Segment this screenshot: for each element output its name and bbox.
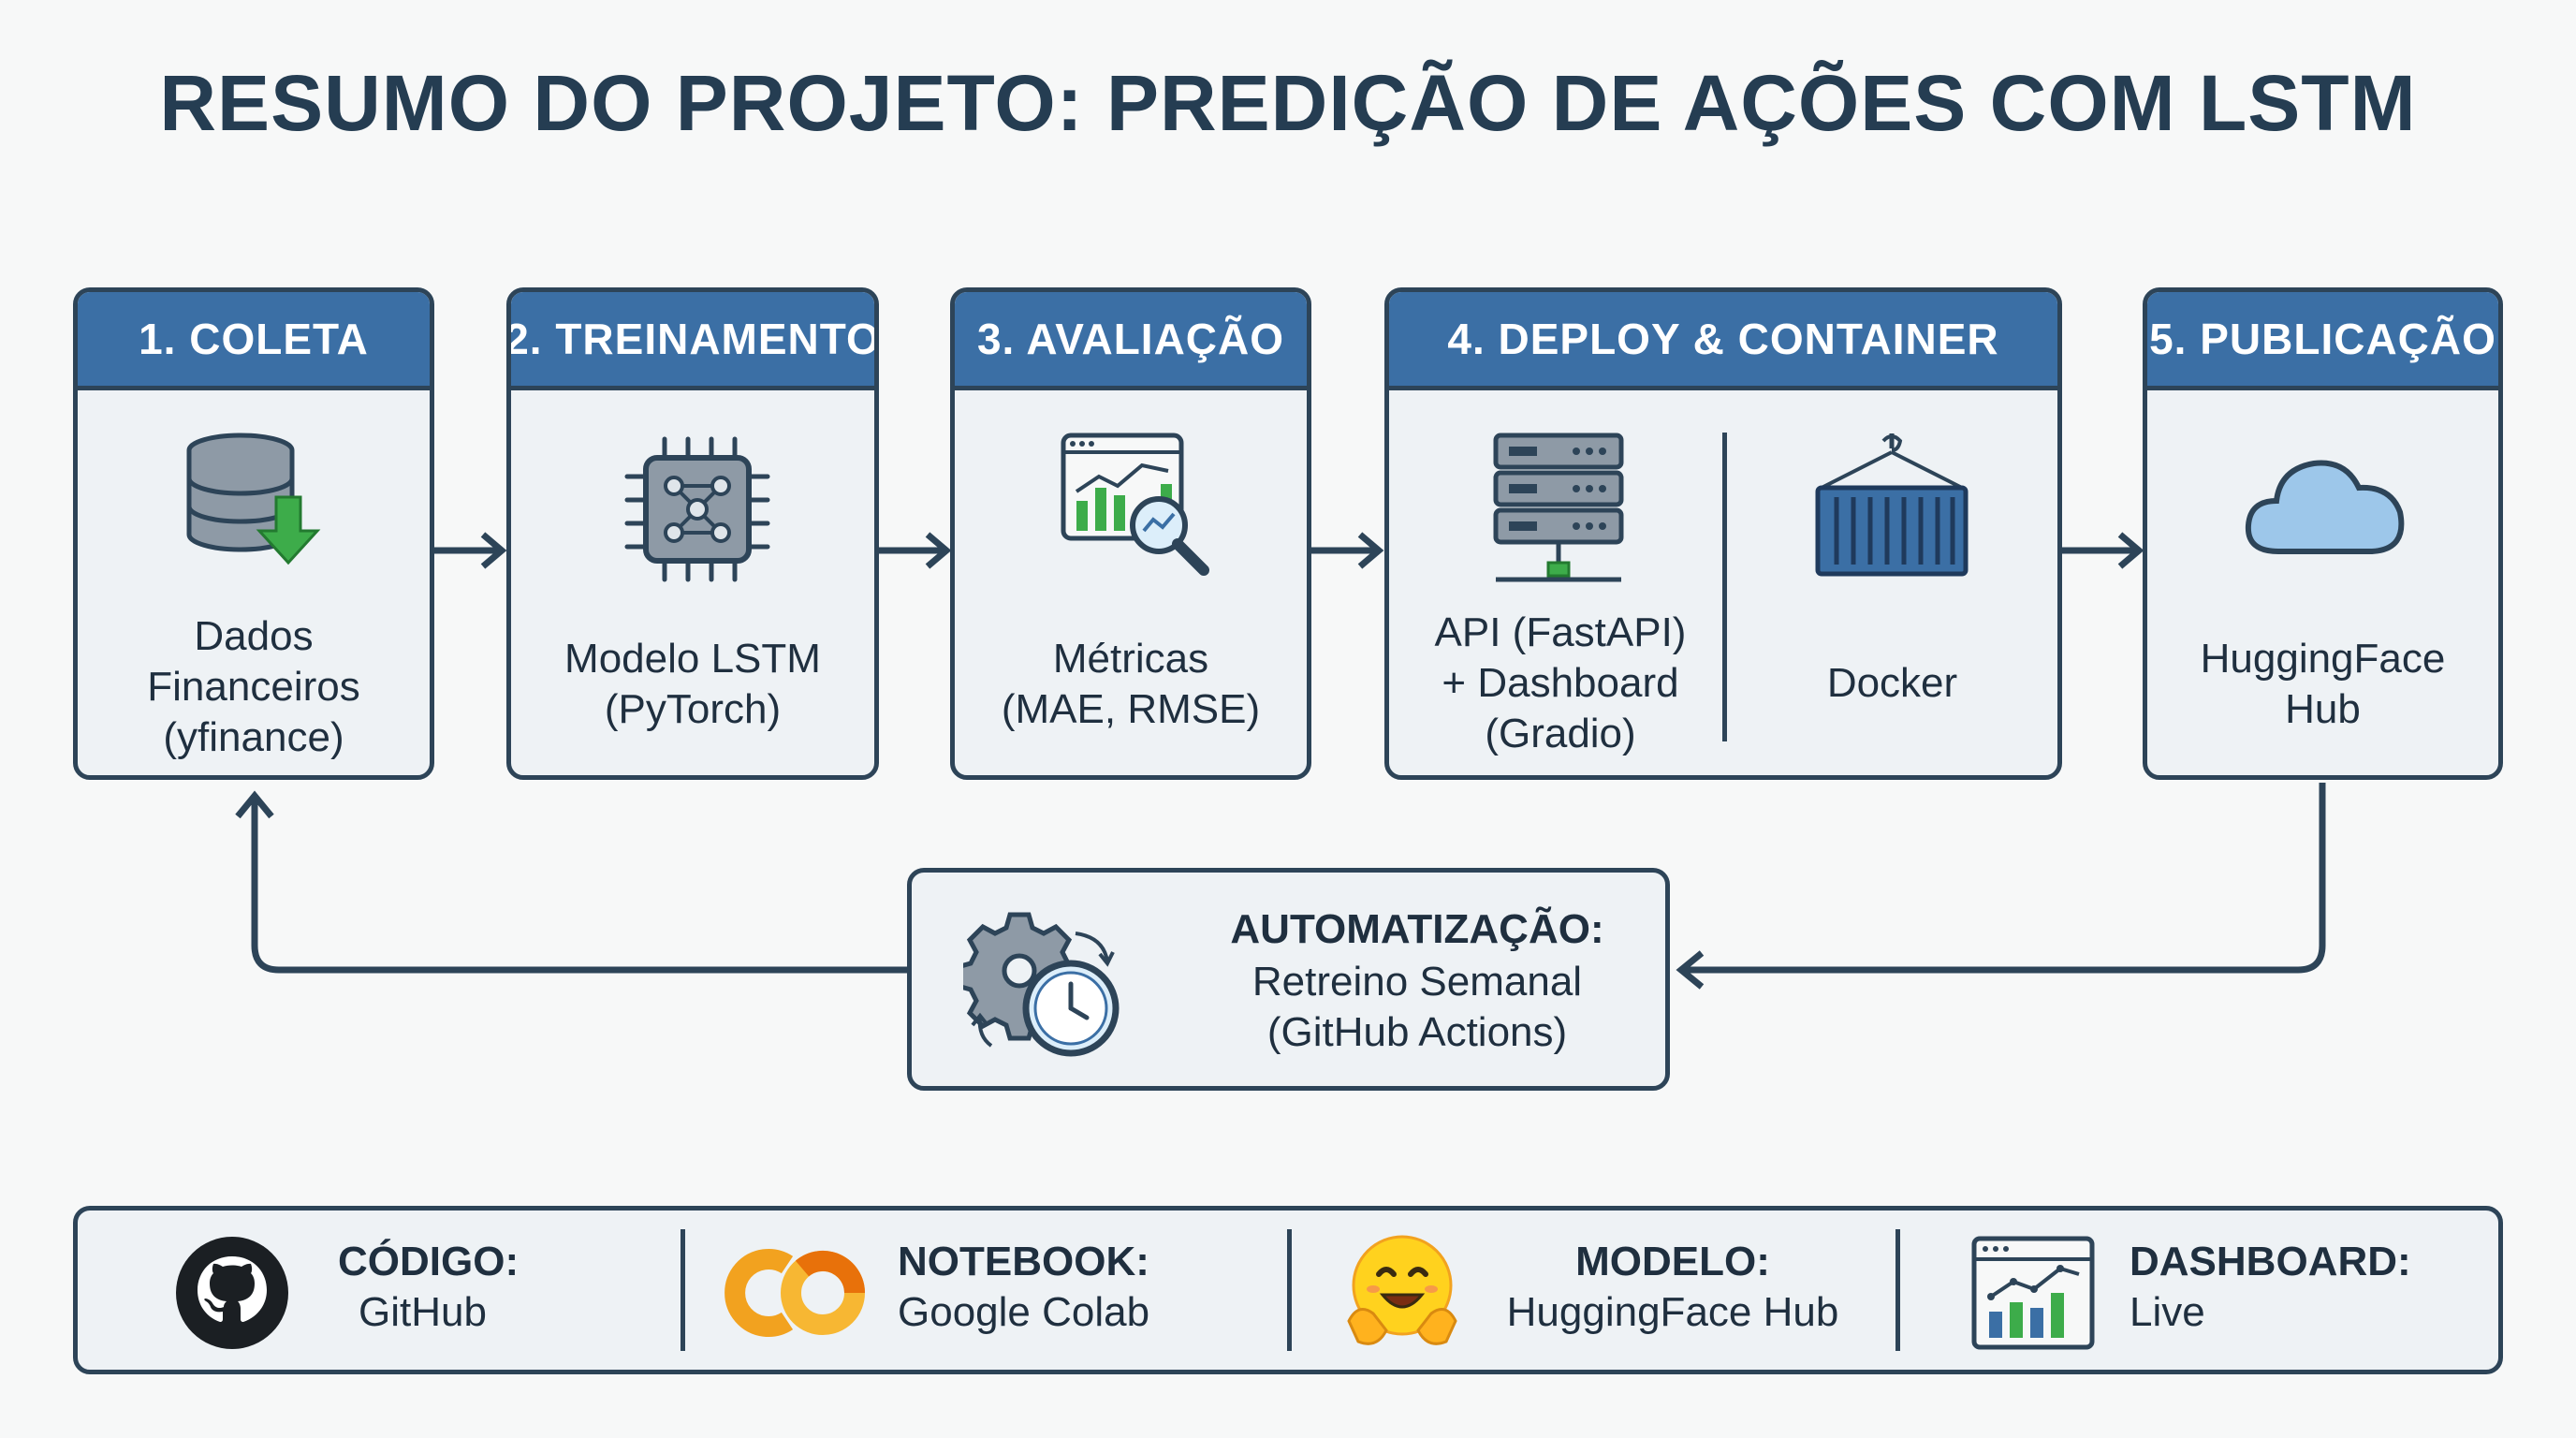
- stage-header: 1. COLETA: [78, 292, 430, 390]
- dashboard-chart-icon[interactable]: [1970, 1235, 2096, 1351]
- cloud-icon: [2245, 460, 2405, 554]
- footer-value: HuggingFace Hub: [1506, 1289, 1839, 1335]
- database-download-icon: [186, 433, 321, 565]
- flow-arrow-3-4: [1311, 532, 1384, 569]
- server-rack-icon: [1493, 433, 1624, 582]
- footer-links: CÓDIGO: GitHub NOTEBOOK: Google Colab MO…: [73, 1206, 2503, 1374]
- stage-header: 2. TREINAMENTO: [511, 292, 874, 390]
- stage-divider: [1722, 433, 1727, 741]
- stage-header: 3. AVALIAÇÃO: [955, 292, 1307, 390]
- footer-label: CÓDIGO:: [338, 1239, 520, 1284]
- stage-coleta: 1. COLETA Dados Financeiros (yfinance): [73, 287, 434, 780]
- shipping-container-icon: [1815, 433, 1969, 577]
- stage-label-docker: Docker: [1826, 660, 1958, 706]
- flow-arrow-2-3: [879, 532, 952, 569]
- footer-value: Live: [2130, 1289, 2205, 1335]
- stage-treinamento: 2. TREINAMENTO Modelo LSTM (PyTorch): [506, 287, 879, 780]
- github-icon[interactable]: [173, 1234, 291, 1352]
- stage-header: 5. PUBLICAÇÃO: [2147, 292, 2498, 390]
- footer-divider: [1895, 1229, 1900, 1351]
- stage-label: Métricas (MAE, RMSE): [1001, 636, 1261, 732]
- footer-value: Google Colab: [898, 1289, 1150, 1335]
- footer-divider: [1287, 1229, 1292, 1351]
- footer-label: MODELO:: [1575, 1239, 1770, 1284]
- footer-label: NOTEBOOK:: [898, 1239, 1149, 1284]
- stage-label: Dados Financeiros (yfinance): [147, 613, 360, 760]
- automation-title: AUTOMATIZAÇÃO:: [1230, 906, 1604, 952]
- automation-line-2: (GitHub Actions): [1266, 1009, 1568, 1055]
- automation-box: AUTOMATIZAÇÃO: Retreino Semanal (GitHub …: [907, 868, 1670, 1091]
- stage-publicacao: 5. PUBLICAÇÃO HuggingFace Hub: [2143, 287, 2503, 780]
- chart-magnifier-icon: [1061, 433, 1209, 576]
- neural-chip-icon: [624, 436, 770, 582]
- footer-value: GitHub: [359, 1289, 487, 1335]
- page-title: RESUMO DO PROJETO: PREDIÇÃO DE AÇÕES COM…: [159, 59, 2417, 147]
- stage-label: Modelo LSTM (PyTorch): [564, 636, 821, 732]
- stage-avaliacao: 3. AVALIAÇÃO Métricas (MAE, RMSE): [950, 287, 1311, 780]
- stage-deploy-container: 4. DEPLOY & CONTAINER API (FastAPI) + Da…: [1384, 287, 2062, 780]
- automation-line-1: Retreino Semanal: [1251, 959, 1583, 1005]
- stage-header: 4. DEPLOY & CONTAINER: [1389, 292, 2057, 390]
- hugging-face-icon[interactable]: [1341, 1231, 1463, 1353]
- flow-arrow-4-5: [2062, 532, 2144, 569]
- gear-clock-icon: [963, 912, 1120, 1057]
- stage-label-api: API (FastAPI) + Dashboard (Gradio): [1434, 609, 1687, 756]
- colab-icon[interactable]: [720, 1246, 870, 1340]
- stage-label: HuggingFace Hub: [2200, 636, 2446, 732]
- flow-arrow-1-2: [434, 532, 507, 569]
- footer-label: DASHBOARD:: [2130, 1239, 2411, 1284]
- footer-divider: [681, 1229, 685, 1351]
